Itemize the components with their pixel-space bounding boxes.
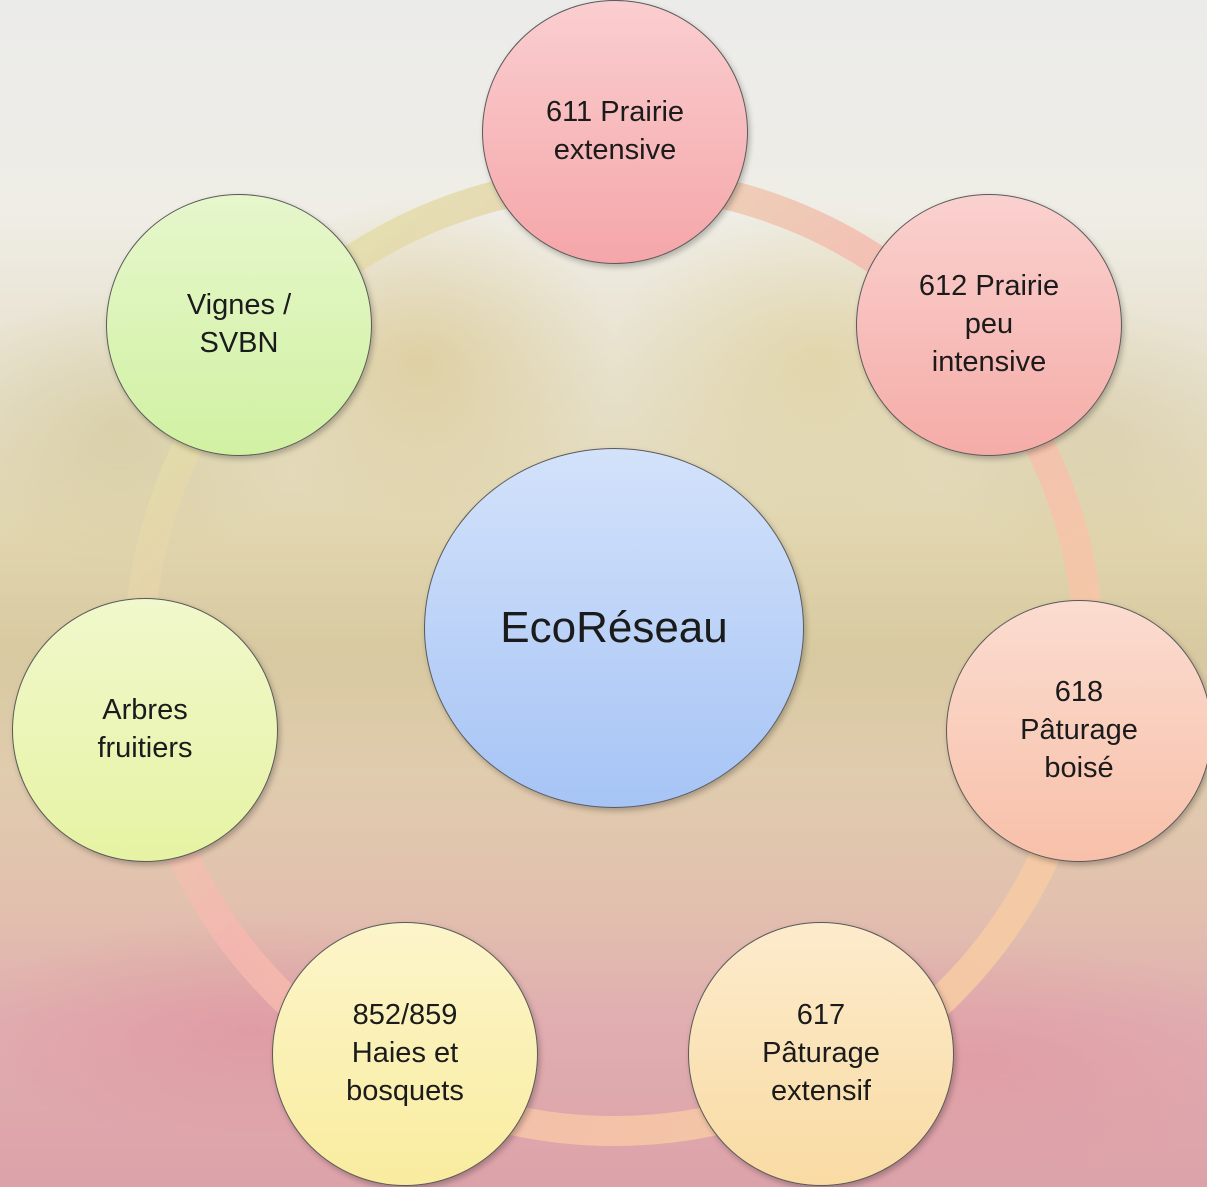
node-852-859-haies-et-bosquets: 852/859 Haies et bosquets [272, 922, 538, 1186]
node-612-prairie-peu-intensive: 612 Prairie peu intensive [856, 194, 1122, 456]
node-label: Arbres fruitiers [97, 694, 193, 764]
node-label: 617 Pâturage extensif [762, 999, 880, 1107]
node-label: 852/859 Haies et bosquets [346, 999, 464, 1107]
center-label: EcoRéseau [500, 603, 728, 653]
node-label: 612 Prairie peu intensive [918, 270, 1060, 378]
node-label: 611 Prairie extensive [545, 96, 685, 166]
node-arbres-fruitiers: Arbres fruitiers [12, 598, 278, 862]
node-label: Vignes / SVBN [186, 289, 292, 359]
node-611-prairie-extensive: 611 Prairie extensive [482, 0, 748, 264]
node-label: 618 Pâturage boisé [1020, 676, 1138, 784]
node-617-paturage-extensif: 617 Pâturage extensif [688, 922, 954, 1186]
node-vignes-svbn: Vignes / SVBN [106, 194, 372, 456]
node-618-paturage-boise: 618 Pâturage boisé [946, 600, 1207, 862]
center-node: EcoRéseau [424, 448, 804, 808]
